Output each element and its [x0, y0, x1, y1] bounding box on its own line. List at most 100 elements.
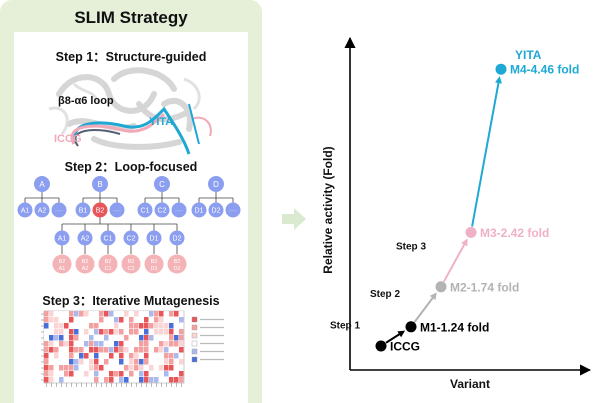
connector-arrowhead	[461, 238, 468, 247]
tree-node-D: D	[208, 176, 224, 192]
tree-node-label: C	[159, 180, 165, 189]
data-point	[465, 226, 477, 238]
tree-node-label: A	[39, 180, 45, 189]
tree-child-label: ····	[229, 209, 237, 215]
tree-node-C: C	[154, 176, 170, 192]
yita-label: YITA	[515, 48, 542, 62]
tree-bottom-label: C1	[104, 266, 111, 272]
y-axis-label: Relative activity (Fold)	[321, 146, 335, 273]
tree-bottom-label: A1	[59, 266, 66, 272]
x-axis-label: Variant	[450, 377, 490, 391]
tree-child-label: ····	[113, 209, 121, 215]
connector-line	[471, 79, 500, 227]
step-label: Step 2	[370, 289, 400, 300]
point-label: M2-1.74 fold	[450, 280, 519, 294]
tree-child-D1: D1	[191, 202, 207, 218]
iccg-loop	[70, 112, 166, 145]
tree-bottom-label: D2	[173, 266, 180, 272]
tree-bottom-label: D1	[150, 266, 157, 272]
tree-bottom-label: B2	[105, 259, 112, 265]
tree-third-C2: C2	[123, 230, 139, 246]
step3-heading: Step 3：Iterative Mutagenesis	[42, 294, 220, 308]
tree-bottom-label: A2	[82, 266, 89, 272]
tree-bottom-label: B2	[174, 259, 181, 265]
tree-third-label: C1	[104, 236, 113, 243]
tree-third-label: D2	[173, 236, 182, 243]
tree-third-D1: D1	[146, 230, 162, 246]
tree-bottom-label: B2	[82, 259, 89, 265]
yita-structure-label: YITA	[149, 116, 173, 128]
tree-third-label: D1	[150, 236, 159, 243]
mutagenesis-heatmap	[41, 310, 224, 387]
tree-node-label: B	[97, 180, 102, 189]
tree-child-label: A1	[21, 208, 30, 215]
transition-arrow	[282, 208, 306, 230]
tree-child-label: ····	[175, 209, 183, 215]
iccg-structure-label: ICCG	[54, 133, 82, 145]
yita-loop	[73, 106, 191, 155]
tree-child-····: ····	[51, 202, 67, 218]
tree-child-D2: D2	[208, 202, 224, 218]
tree-node-label: D	[213, 180, 219, 189]
tree-child-label: B1	[79, 208, 88, 215]
tree-third-label: A2	[81, 236, 90, 243]
strategy-title: SLIM Strategy	[74, 8, 188, 27]
tree-child-····: ····	[225, 202, 241, 218]
tree-child-····: ····	[109, 202, 125, 218]
tree-child-label: C1	[141, 208, 150, 215]
tree-bottom-label: B2	[151, 259, 158, 265]
tree-third-A2: A2	[77, 230, 93, 246]
tree-third-C1: C1	[100, 230, 116, 246]
strategy-inner-box: Step 1：Structure-guided β8-α6 l	[14, 32, 248, 403]
step-label: Step 3	[396, 242, 426, 253]
data-point	[405, 321, 417, 333]
point-label: M4-4.46 fold	[510, 63, 579, 77]
tree-node-B: B	[92, 176, 108, 192]
tree-child-label: D1	[195, 208, 204, 215]
tree-third-A1: A1	[54, 230, 70, 246]
tree-third-D2: D2	[169, 230, 185, 246]
step1-heading: Step 1：Structure-guided	[55, 50, 207, 64]
tree-child-C2: C2	[154, 202, 170, 218]
tree-bottom-label: C2	[127, 266, 134, 272]
tree-child-B1: B1	[75, 202, 91, 218]
tree-bottom-label: B2	[128, 259, 135, 265]
step-label: Step 1	[330, 320, 360, 331]
tree-child-label: ····	[55, 209, 63, 215]
tree-third-label: C2	[127, 236, 136, 243]
tree-child-label: D2	[212, 208, 221, 215]
gray-loop	[74, 129, 121, 147]
point-label: ICCG	[390, 340, 420, 354]
tree-bottom-label: B2	[59, 259, 66, 265]
tree-child-A2: A2	[34, 202, 50, 218]
step2-heading: Step 2：Loop-focused	[64, 160, 198, 174]
point-label: M1-1.24 fold	[420, 320, 489, 334]
connector-line	[385, 331, 403, 344]
data-point	[495, 63, 507, 75]
data-point	[375, 340, 387, 352]
strategy-panel: SLIM Strategy Step 1：Structure-guided	[0, 0, 262, 403]
tree-child-C1: C1	[137, 202, 153, 218]
protein-structure-image: β8-α6 loop YITA ICCG	[48, 67, 212, 155]
connector-line	[413, 295, 436, 323]
connector-line	[443, 241, 467, 283]
connector-arrowhead	[495, 76, 502, 84]
connector-arrowhead	[429, 292, 437, 301]
tree-child-····: ····	[171, 202, 187, 218]
tree-third-label: A1	[58, 236, 67, 243]
connector-arrowhead	[397, 330, 406, 338]
tree-child-B2: B2	[92, 202, 108, 218]
tree-child-A1: A1	[17, 202, 33, 218]
tree-child-label: B2	[96, 208, 105, 215]
point-label: M3-2.42 fold	[480, 226, 549, 240]
data-point	[435, 281, 447, 293]
activity-plot: Variant Relative activity (Fold) ICCGM1-…	[321, 36, 592, 391]
tree-node-A: A	[34, 176, 50, 192]
